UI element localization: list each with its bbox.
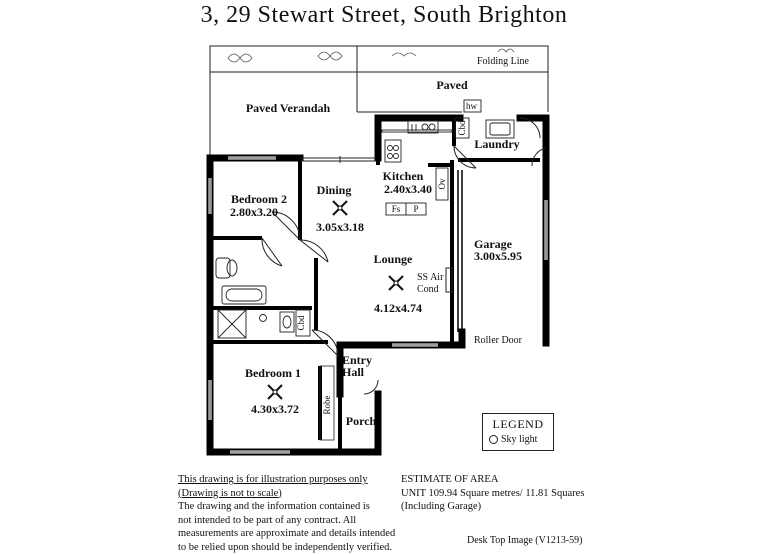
label-hall: Hall (342, 365, 365, 379)
label-paved-verandah: Paved Verandah (246, 101, 331, 115)
disclaimer-line: The drawing and the information containe… (178, 500, 395, 514)
ceiling-fan-icon (389, 276, 403, 290)
legend-box: LEGEND Sky light (482, 413, 554, 451)
label-folding-line: Folding Line (477, 56, 530, 67)
floor-plan: Paved Verandah Paved Folding Line hw Kit… (0, 0, 768, 470)
label-bedroom-1-dim: 4.30x3.72 (251, 402, 299, 416)
disclaimer: This drawing is for illustration purpose… (178, 473, 395, 554)
disclaimer-line: This drawing is for illustration purpose… (178, 473, 395, 487)
label-dining: Dining (317, 183, 352, 197)
area-estimate: ESTIMATE OF AREA UNIT 109.94 Square metr… (401, 473, 584, 514)
label-cupboard-bath: Cbd (296, 315, 306, 331)
label-bedroom-2: Bedroom 2 (231, 192, 287, 206)
label-dining-dim: 3.05x3.18 (316, 220, 364, 234)
label-fridge-space: Fs (392, 204, 401, 214)
estimate-note: (Including Garage) (401, 500, 584, 514)
image-code: Desk Top Image (V1213-59) (467, 535, 582, 546)
label-roller-door: Roller Door (474, 335, 523, 346)
disclaimer-line: to be relied upon should be independentl… (178, 541, 395, 554)
legend-item: Sky light (489, 434, 553, 445)
label-paved: Paved (436, 78, 468, 92)
label-cond: Cond (417, 284, 439, 295)
ceiling-fan-icon (268, 385, 282, 399)
disclaimer-line: measurements are approximate and details… (178, 527, 395, 541)
legend-heading: LEGEND (483, 417, 553, 432)
laundry-tub (486, 120, 514, 138)
label-bedroom-1: Bedroom 1 (245, 366, 301, 380)
label-hw: hw (466, 101, 478, 111)
label-garage-dim: 3.00x5.95 (474, 249, 522, 263)
label-robe: Robe (322, 395, 332, 414)
roller-door (458, 170, 462, 332)
label-bedroom-2-dim: 2.80x3.20 (230, 205, 278, 219)
legend-item-label: Sky light (501, 434, 537, 445)
label-lounge: Lounge (374, 252, 413, 266)
estimate-value: UNIT 109.94 Square metres/ 11.81 Squares (401, 487, 584, 501)
label-pantry: P (413, 204, 418, 214)
label-cupboard-kitchen: Cbd (457, 120, 467, 136)
label-lounge-dim: 4.12x4.74 (374, 301, 422, 315)
sliding-door (300, 156, 376, 163)
skylight-icon (489, 435, 498, 444)
ceiling-fan-icon (333, 201, 347, 215)
label-oven: Ov (437, 178, 447, 189)
label-kitchen-dim: 2.40x3.40 (384, 182, 432, 196)
garden-shrubs (228, 49, 514, 62)
estimate-heading: ESTIMATE OF AREA (401, 473, 584, 487)
disclaimer-line: (Drawing is not to scale) (178, 487, 395, 501)
label-porch: Porch (346, 414, 377, 428)
label-laundry: Laundry (474, 137, 519, 151)
label-ss-air: SS Air (417, 272, 444, 283)
disclaimer-line: not intended to be part of any contract.… (178, 514, 395, 528)
label-kitchen: Kitchen (383, 169, 424, 183)
